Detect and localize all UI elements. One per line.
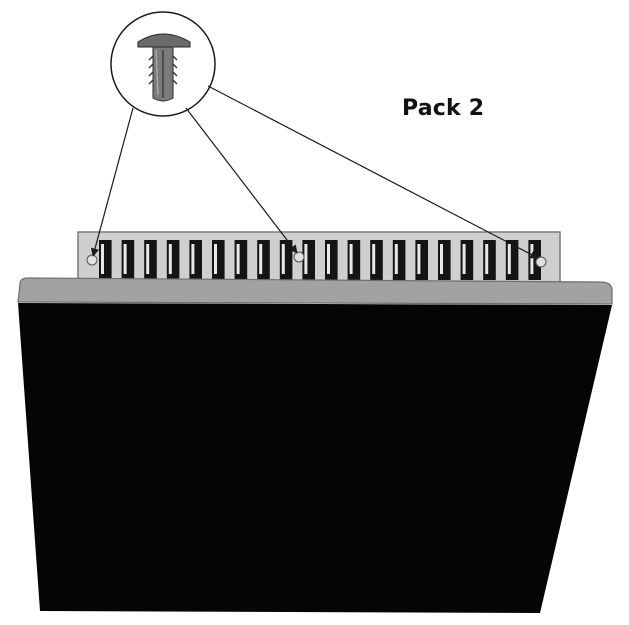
vent-slot	[279, 240, 293, 280]
vent-louver	[191, 244, 195, 274]
vent-louver	[507, 244, 511, 274]
vent-slot	[99, 240, 112, 280]
vent-louver	[101, 244, 104, 274]
vent-slot	[392, 240, 406, 280]
vent-louver	[462, 244, 466, 274]
vent-louver	[485, 244, 489, 274]
vent-louver	[530, 244, 534, 274]
vent-slot	[347, 240, 361, 280]
vent-louver	[236, 244, 240, 274]
vent-slot	[483, 240, 496, 280]
mount-hole-center	[293, 251, 305, 263]
vent-slot	[166, 240, 180, 280]
panel-top-edge	[17, 277, 613, 305]
vent-slot	[325, 240, 338, 280]
vent-slot	[121, 240, 135, 280]
vent-slot	[505, 240, 519, 280]
vent-slot	[212, 240, 225, 280]
vent-slot	[438, 240, 451, 280]
mount-hole-left	[86, 254, 98, 266]
vent-louver	[259, 244, 263, 274]
vent-louver	[372, 244, 376, 274]
vent-louver	[327, 244, 330, 274]
callout-line-right	[207, 85, 539, 259]
callout-line-left	[90, 107, 134, 257]
vent-louver	[349, 244, 353, 274]
vent-slot	[234, 240, 248, 280]
callout-line-center	[185, 107, 298, 254]
vent-louver	[214, 244, 217, 274]
push-rivet-icon	[137, 33, 191, 102]
vent-slot	[302, 240, 315, 280]
vent-louver	[440, 244, 443, 274]
callout-lines	[90, 85, 539, 259]
vent-louver	[123, 244, 127, 274]
vent-slot	[144, 240, 157, 280]
vent-louver	[146, 244, 150, 274]
vent-louver	[168, 244, 172, 274]
vent-strip	[77, 231, 561, 291]
mount-hole-right	[535, 256, 547, 268]
vent-slot	[189, 240, 202, 280]
vent-slot	[460, 240, 474, 280]
vent-slot	[415, 240, 428, 280]
vent-slot	[257, 240, 270, 280]
vent-slots	[99, 240, 541, 280]
vent-louver	[417, 244, 421, 274]
fastener-callout	[110, 11, 216, 117]
vent-slot	[370, 240, 383, 280]
panel-face	[18, 303, 612, 613]
vent-louver	[304, 244, 308, 274]
pack-label: Pack 2	[402, 96, 485, 121]
vent-louver	[394, 244, 398, 274]
vent-louver	[281, 244, 285, 274]
mount-holes	[86, 251, 547, 268]
